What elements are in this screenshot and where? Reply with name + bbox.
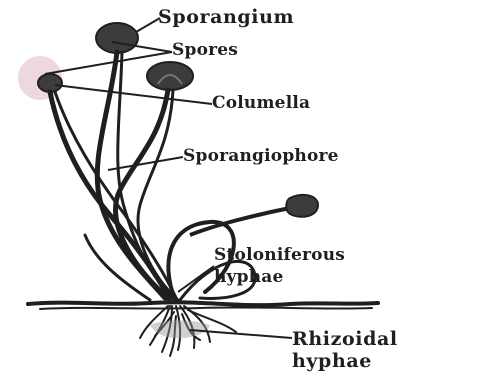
label-rhizoidal-hyphae: Rhizoidal hyphae xyxy=(292,328,398,372)
sporangium-left xyxy=(38,74,62,92)
leader-rhizoidal xyxy=(190,330,292,338)
sporangium-top xyxy=(96,23,138,53)
label-stoloniferous-hyphae: Stoloniferous hyphae xyxy=(214,244,345,288)
label-stoloniferous-line2: hyphae xyxy=(214,266,345,288)
label-stoloniferous-line1: Stoloniferous xyxy=(214,244,345,266)
label-spores: Spores xyxy=(172,42,238,59)
label-columella: Columella xyxy=(212,95,310,112)
label-rhizoidal-line1: Rhizoidal xyxy=(292,328,398,350)
rhizoid-cluster xyxy=(150,320,210,338)
substrate-line xyxy=(28,302,378,309)
young-sporangium-hook xyxy=(286,195,318,217)
leader-columella xyxy=(55,85,212,104)
label-sporangiophore: Sporangiophore xyxy=(183,148,339,165)
label-sporangium: Sporangium xyxy=(158,8,294,27)
leader-sporangium xyxy=(136,18,160,32)
label-rhizoidal-line2: hyphae xyxy=(292,350,398,372)
